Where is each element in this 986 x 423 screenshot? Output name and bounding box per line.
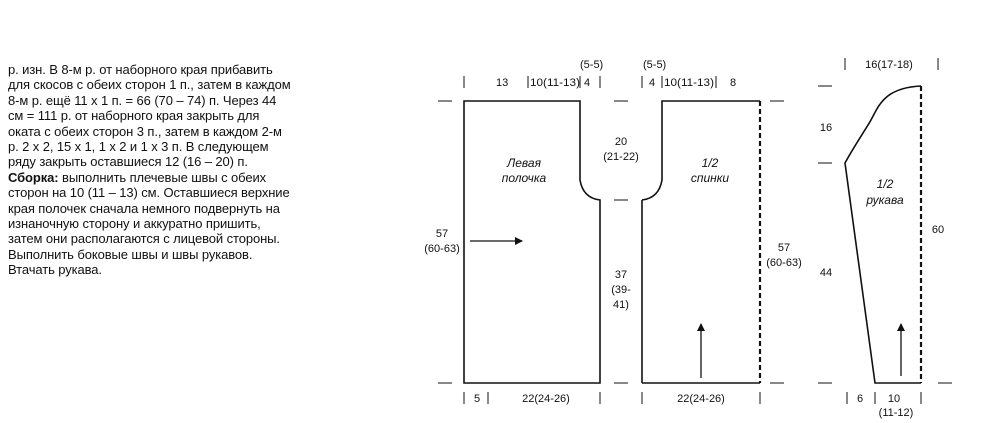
half-back-dims <box>641 76 784 404</box>
sleeve-body-height: 44 <box>820 267 832 279</box>
front-top-right: 4 <box>584 77 590 89</box>
sleeve-bottom-width-alt: (11-12) <box>879 407 914 419</box>
back-top-left: 4 <box>649 77 655 89</box>
sleeve-bottom-left: 6 <box>857 393 863 405</box>
instructions-paragraph: р. изн. В 8-м р. от наборного края приба… <box>8 62 293 170</box>
front-top-right-alt: (5-5) <box>580 59 603 71</box>
half-back-outline <box>641 100 760 201</box>
back-top-mid: 10(11-13) <box>664 77 714 89</box>
back-height-alt: (60-63) <box>766 257 801 269</box>
side-length-alt2: 41) <box>613 299 629 311</box>
front-top-mid: 10(11-13) <box>530 77 580 89</box>
sleeve-outline <box>844 85 922 384</box>
back-height: 57 <box>778 242 790 254</box>
left-front-panel <box>463 100 601 384</box>
left-front-outline <box>463 100 601 384</box>
sleeve-label-line2: рукава <box>865 193 904 207</box>
sleeve-top-width: 16(17-18) <box>865 59 913 71</box>
back-label-line2: спинки <box>691 171 730 185</box>
front-height-alt: (60-63) <box>424 243 459 255</box>
left-front-dims <box>438 76 601 404</box>
instructions-para1: р. изн. В 8-м р. от наборного края приба… <box>8 62 291 170</box>
sleeve-total-height: 60 <box>932 224 944 236</box>
side-length: 37 <box>615 269 627 281</box>
sleeve-label-line1: 1/2 <box>877 177 894 191</box>
center-dims <box>614 100 628 384</box>
front-height: 57 <box>436 228 448 240</box>
sleeve-cap-height: 16 <box>820 122 832 134</box>
half-back-panel <box>641 100 760 384</box>
armhole-depth-alt: (21-22) <box>603 151 638 163</box>
half-sleeve-dims <box>818 58 952 404</box>
assembly-text: выполнить плечевые швы с обеих сторон на… <box>8 169 290 278</box>
front-label-line2: полочка <box>502 171 547 185</box>
back-label-line1: 1/2 <box>702 156 719 170</box>
assembly-paragraph: Сборка: выполнить плечевые швы с обеих с… <box>8 170 293 278</box>
back-top-left-alt: (5-5) <box>643 59 666 71</box>
side-length-alt1: (39- <box>611 284 631 296</box>
back-top-right: 8 <box>730 77 736 89</box>
half-sleeve-panel <box>844 85 922 384</box>
front-label-line1: Левая <box>506 156 542 170</box>
instructions-text: р. изн. В 8-м р. от наборного края приба… <box>8 62 293 278</box>
back-bottom-width: 22(24-26) <box>677 393 725 405</box>
assembly-label: Сборка: <box>8 169 59 185</box>
front-bottom-left: 5 <box>474 393 480 405</box>
front-bottom-width: 22(24-26) <box>522 393 570 405</box>
sleeve-bottom-width: 10 <box>888 393 900 405</box>
front-top-left: 13 <box>496 77 508 89</box>
armhole-depth: 20 <box>615 136 627 148</box>
